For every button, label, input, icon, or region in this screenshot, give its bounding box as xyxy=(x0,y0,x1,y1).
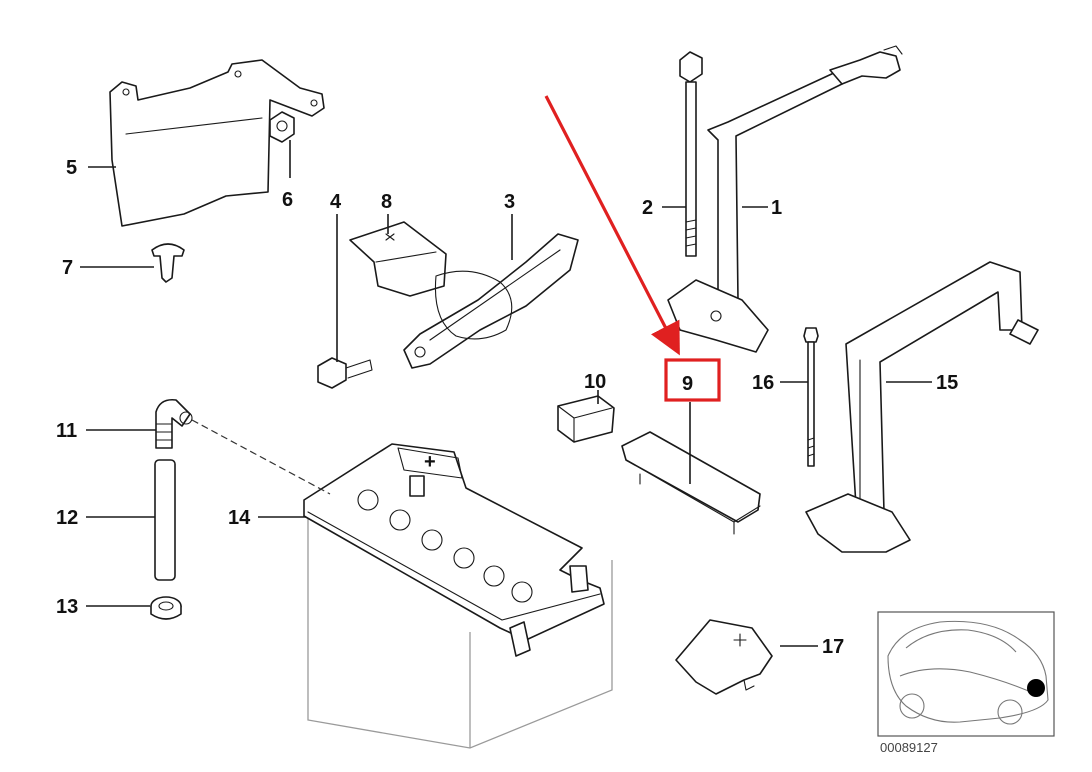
callout-17: 17 xyxy=(822,636,844,658)
battery-plus-sign: + xyxy=(424,451,436,473)
part-5-cover-plate xyxy=(109,59,325,227)
part-2-bolt xyxy=(679,51,703,257)
callout-14: 14 xyxy=(228,507,251,529)
callout-8: 8 xyxy=(381,191,392,213)
callout-10: 10 xyxy=(584,371,606,393)
battery-location-marker xyxy=(1027,679,1045,697)
part-16-rod xyxy=(803,327,819,467)
car-locator-inset xyxy=(877,611,1055,737)
part-6-nut xyxy=(269,111,295,143)
part-7-plug xyxy=(151,243,185,283)
callout-2: 2 xyxy=(642,197,653,219)
callout-5: 5 xyxy=(66,157,77,179)
part-15-strap xyxy=(805,261,1039,553)
vent-dashed-line xyxy=(191,419,331,495)
callout-3: 3 xyxy=(504,191,515,213)
part-10-box xyxy=(557,395,615,443)
part-9-support xyxy=(621,431,761,535)
diagram-code: 00089127 xyxy=(880,740,938,755)
part-12-hose xyxy=(154,459,176,581)
callout-7: 7 xyxy=(62,257,73,279)
part-1-bracket xyxy=(667,45,903,353)
highlight-box xyxy=(664,358,721,402)
part-3-holder xyxy=(403,233,579,369)
leader-lines xyxy=(80,140,932,647)
part-14-battery: + xyxy=(303,443,613,749)
callout-11: 11 xyxy=(56,420,77,442)
callout-6: 6 xyxy=(282,189,293,211)
part-17-cap xyxy=(675,619,773,695)
callout-16: 16 xyxy=(752,372,774,394)
callout-15: 15 xyxy=(936,372,958,394)
part-4-bolt xyxy=(317,357,373,389)
callout-1: 1 xyxy=(771,197,782,219)
callout-12: 12 xyxy=(56,507,78,529)
callout-9: 9 xyxy=(682,373,693,395)
callout-13: 13 xyxy=(56,596,78,618)
part-11-elbow xyxy=(155,398,193,449)
highlight-arrow xyxy=(544,95,680,356)
callout-4: 4 xyxy=(330,191,342,213)
part-8-clip xyxy=(349,221,447,297)
part-13-grommet xyxy=(150,596,182,620)
